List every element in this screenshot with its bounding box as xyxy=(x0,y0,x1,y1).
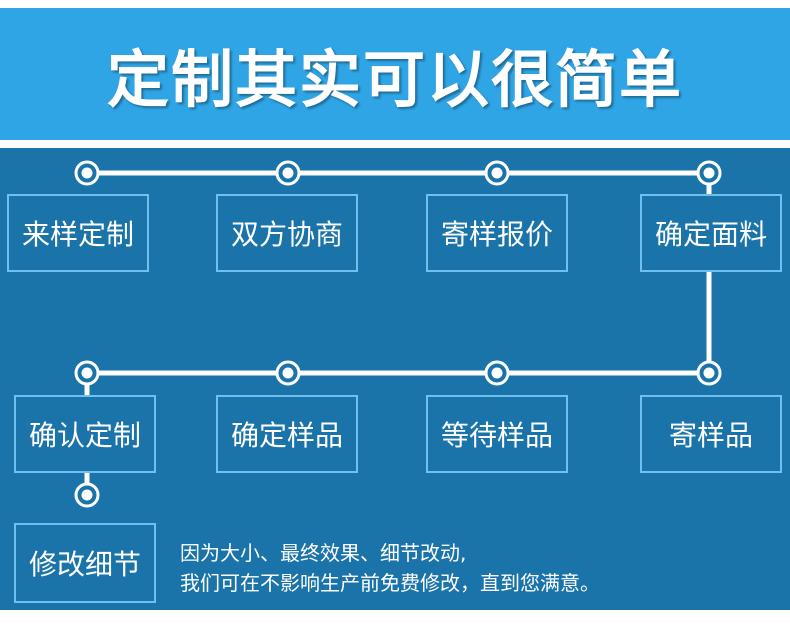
step-box-6: 等待样品 xyxy=(426,395,568,473)
step-box-8: 确认定制 xyxy=(14,395,156,473)
step-box-7: 确定样品 xyxy=(216,395,358,473)
node-1 xyxy=(74,160,100,186)
step-box-5: 寄样品 xyxy=(640,395,782,473)
step-box-2: 双方协商 xyxy=(216,194,358,272)
node-6 xyxy=(484,360,510,386)
node-4 xyxy=(696,160,722,186)
node-2 xyxy=(275,160,301,186)
node-3 xyxy=(484,160,510,186)
page-title: 定制其实可以很简单 xyxy=(106,43,683,116)
step-box-3: 寄样报价 xyxy=(426,194,568,272)
step-box-9: 修改细节 xyxy=(14,523,156,603)
note-line-1: 因为大小、最终效果、细节改动, xyxy=(180,541,467,565)
step-box-4: 确定面料 xyxy=(640,194,782,272)
step-box-1: 来样定制 xyxy=(7,194,149,272)
node-5 xyxy=(696,360,722,386)
node-7 xyxy=(275,360,301,386)
note-line-2: 我们可在不影响生产前免费修改，直到您满意。 xyxy=(180,571,600,595)
node-8 xyxy=(74,360,100,386)
header-banner: 定制其实可以很简单 xyxy=(0,8,790,140)
note-text: 因为大小、最终效果、细节改动, 我们可在不影响生产前免费修改，直到您满意。 xyxy=(180,538,770,598)
flow-nodes xyxy=(74,160,722,508)
node-9 xyxy=(74,482,100,508)
